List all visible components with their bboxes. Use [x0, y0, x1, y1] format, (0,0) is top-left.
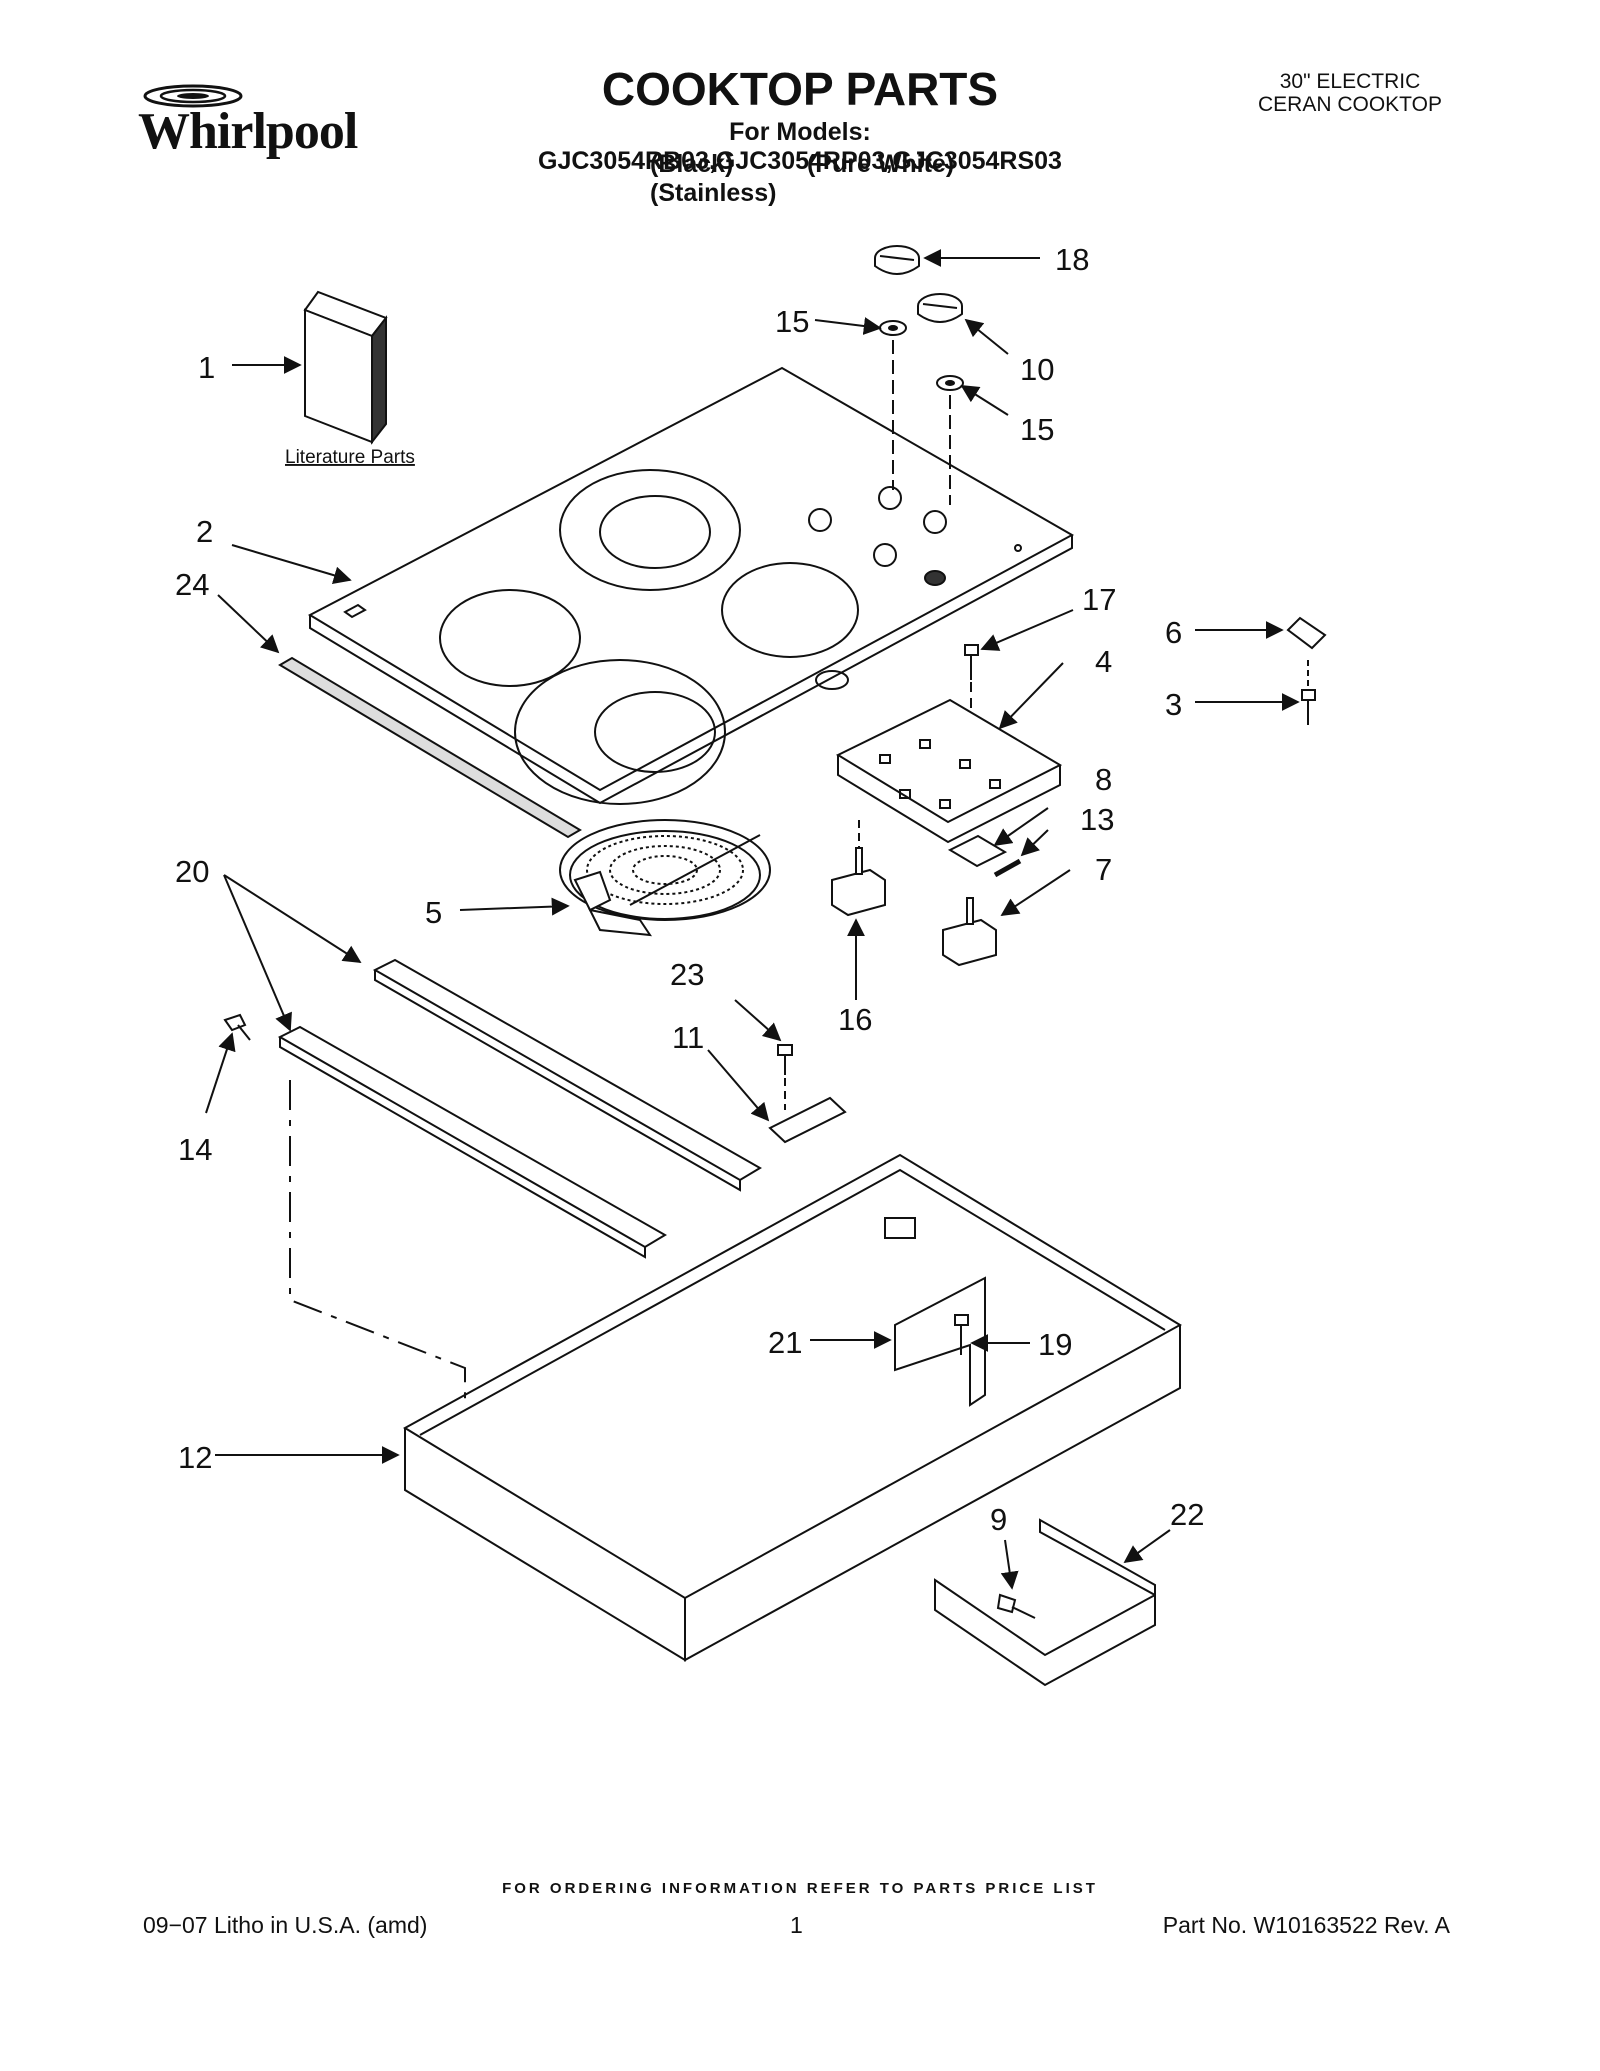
callout-18: 18 — [1055, 242, 1089, 277]
callout-8: 8 — [1095, 762, 1112, 797]
callout-21: 21 — [768, 1325, 802, 1360]
callout-9: 9 — [990, 1502, 1007, 1537]
whirlpool-logo: Whirlpool — [138, 78, 378, 160]
callout-3: 3 — [1165, 687, 1182, 722]
callout-19: 19 — [1038, 1327, 1072, 1362]
control-knob — [917, 293, 963, 323]
callout-13: 13 — [1080, 802, 1114, 837]
color-pure-white: (Pure White) — [806, 150, 955, 178]
callout-12: 12 — [178, 1440, 212, 1475]
control-knob-top — [874, 245, 920, 275]
side-bracket — [934, 1578, 1156, 1687]
callout-2: 2 — [196, 514, 213, 549]
small-strip — [993, 858, 1022, 878]
rear-bracket — [894, 1276, 986, 1407]
brand-wordmark: Whirlpool — [138, 103, 358, 160]
glass-cooktop — [307, 366, 1075, 805]
terminal-block-7 — [942, 897, 997, 967]
callout-6: 6 — [1165, 615, 1182, 650]
support-rail-front — [277, 1025, 667, 1259]
radiant-element — [559, 819, 771, 937]
ordering-note: FOR ORDERING INFORMATION REFER TO PARTS … — [502, 1880, 1098, 1897]
callout-15-right: 15 — [1020, 412, 1054, 447]
swirl-icon — [143, 84, 243, 108]
screw-9 — [996, 1593, 1036, 1619]
screw-17 — [964, 644, 979, 680]
bracket-plate — [947, 834, 1008, 868]
clip-6 — [1286, 616, 1327, 650]
callout-24: 24 — [175, 567, 209, 602]
literature-booklet — [303, 290, 388, 445]
literature-parts-label: Literature Parts — [285, 447, 415, 468]
screw-14 — [223, 1013, 251, 1041]
callout-14: 14 — [178, 1132, 212, 1167]
color-variants: (Black) (Pure White) (Stainless) — [650, 150, 1110, 208]
color-stainless: (Stainless) — [650, 179, 777, 207]
color-black: (Black) — [650, 150, 734, 178]
callout-15-left: 15 — [775, 304, 809, 339]
burner-box — [403, 1153, 1182, 1662]
page-number: 1 — [790, 1912, 803, 1938]
screw-23 — [777, 1044, 793, 1075]
callout-4: 4 — [1095, 644, 1112, 679]
part-number: Part No. W10163522 Rev. A — [1162, 1912, 1450, 1938]
terminal-block-16 — [831, 847, 886, 917]
support-rail-rear — [372, 958, 762, 1192]
screw-19 — [954, 1314, 969, 1355]
callout-20: 20 — [175, 854, 209, 889]
callout-5: 5 — [425, 895, 442, 930]
mounting-bracket-11 — [768, 1096, 847, 1144]
callout-22: 22 — [1170, 1497, 1204, 1532]
product-description: 30" ELECTRIC CERAN COOKTOP — [1230, 70, 1470, 116]
trim-strip — [278, 656, 582, 839]
callout-7: 7 — [1095, 852, 1112, 887]
models-line: For Models: GJC3054RB03,GJC3054RP03,GJC3… — [538, 118, 1062, 175]
callout-10: 10 — [1020, 352, 1054, 387]
callout-11: 11 — [672, 1020, 704, 1055]
callout-17: 17 — [1082, 582, 1116, 617]
switch-assembly — [835, 698, 1063, 844]
product-line-2: CERAN COOKTOP — [1258, 93, 1442, 116]
callout-23: 23 — [670, 957, 704, 992]
callout-1: 1 — [198, 350, 215, 385]
callout-16: 16 — [838, 1002, 872, 1037]
knob-spacer-left — [879, 320, 907, 336]
screw-3 — [1301, 689, 1316, 725]
page-title: COOKTOP PARTS — [601, 63, 999, 115]
product-line-1: 30" ELECTRIC — [1279, 70, 1421, 93]
litho-info: 09−07 Litho in U.S.A. (amd) — [143, 1912, 428, 1938]
knob-spacer-right — [936, 375, 964, 391]
